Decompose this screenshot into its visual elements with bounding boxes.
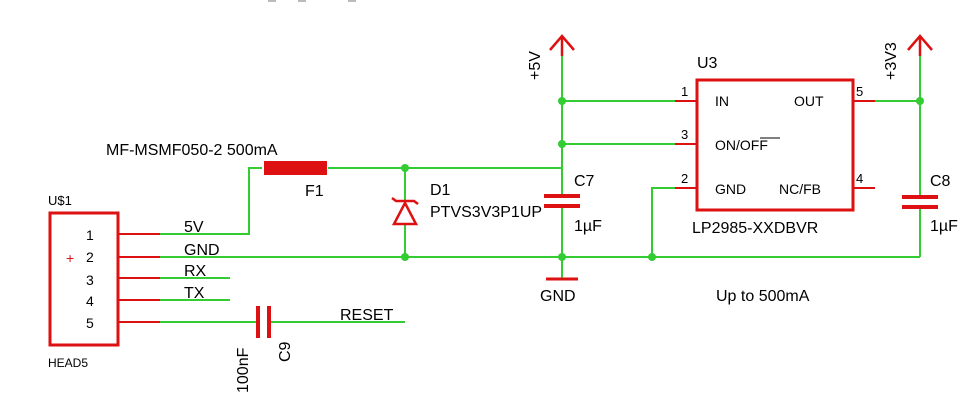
connector-pin-1: 1 — [86, 227, 94, 243]
pin-name-gnd: GND — [715, 181, 746, 197]
c8-value: 1µF — [930, 218, 958, 235]
ground-symbol: GND — [540, 277, 578, 305]
pin-name-on-off: ON/OFF — [715, 137, 768, 153]
connector-pin-5: 5 — [86, 315, 94, 331]
net-label-rx: RX — [184, 263, 207, 280]
pin-num-on-off: 3 — [681, 127, 688, 142]
fuse-body — [264, 161, 327, 175]
supply-3v3: +3V3 — [883, 34, 933, 80]
net-label-gnd: GND — [184, 242, 220, 259]
diode-d1[interactable]: D1 PTVS3V3P1UP — [391, 182, 542, 226]
pin-num-gnd: 2 — [681, 171, 688, 186]
pin-name-in: IN — [715, 93, 729, 109]
c9-value: 100nF — [235, 347, 252, 393]
pin-name-out: OUT — [794, 93, 824, 109]
fuse-value: MF-MSMF050-2 500mA — [106, 142, 278, 159]
junctions — [401, 97, 924, 261]
connector-pin-2: 2 — [86, 249, 94, 265]
connector-name: U$1 — [48, 193, 72, 208]
current-note: Up to 500mA — [716, 288, 810, 305]
pin-num-in: 1 — [681, 84, 688, 99]
regulator-ref: U3 — [697, 55, 718, 72]
wires — [160, 55, 921, 323]
fuse-f1[interactable]: MF-MSMF050-2 500mA F1 — [106, 142, 327, 200]
diode-body — [391, 200, 419, 226]
connector-body — [48, 211, 120, 347]
supply-5v-label: +5V — [527, 51, 544, 80]
c8-ref: C8 — [930, 173, 951, 190]
capacitor-c7[interactable]: C7 1µF — [544, 173, 602, 235]
fuse-ref: F1 — [305, 183, 324, 200]
capacitor-c8[interactable]: C8 1µF — [902, 173, 958, 235]
connector-pin-3: 3 — [86, 272, 94, 288]
connector-plus-mark: + — [66, 250, 74, 266]
diode-ref: D1 — [430, 182, 451, 199]
net-label-reset: RESET — [340, 307, 394, 324]
connector-value: HEAD5 — [48, 356, 88, 370]
pin-name-nc-fb: NC/FB — [779, 181, 821, 197]
connector-u1[interactable]: U$1 HEAD5 + 1 2 3 4 5 — [48, 193, 160, 370]
supply-5v: +5V — [527, 34, 575, 80]
regulator-value: LP2985-XXDBVR — [692, 220, 818, 237]
net-label-5v: 5V — [184, 219, 204, 236]
capacitor-c9[interactable]: 100nF C9 — [235, 306, 294, 393]
pin-num-nc-fb: 4 — [856, 171, 863, 186]
pin-num-out: 5 — [856, 84, 863, 99]
connector-pin-4: 4 — [86, 293, 94, 309]
supply-3v3-label: +3V3 — [883, 42, 900, 80]
ground-label: GND — [540, 288, 576, 305]
c9-ref: C9 — [277, 341, 294, 362]
net-label-tx: TX — [184, 285, 205, 302]
diode-value: PTVS3V3P1UP — [430, 204, 542, 221]
regulator-u3[interactable]: U3 LP2985-XXDBVR 1 3 2 5 4 IN ON/OFF GND… — [675, 55, 875, 237]
c7-value: 1µF — [574, 218, 602, 235]
c7-ref: C7 — [574, 173, 595, 190]
